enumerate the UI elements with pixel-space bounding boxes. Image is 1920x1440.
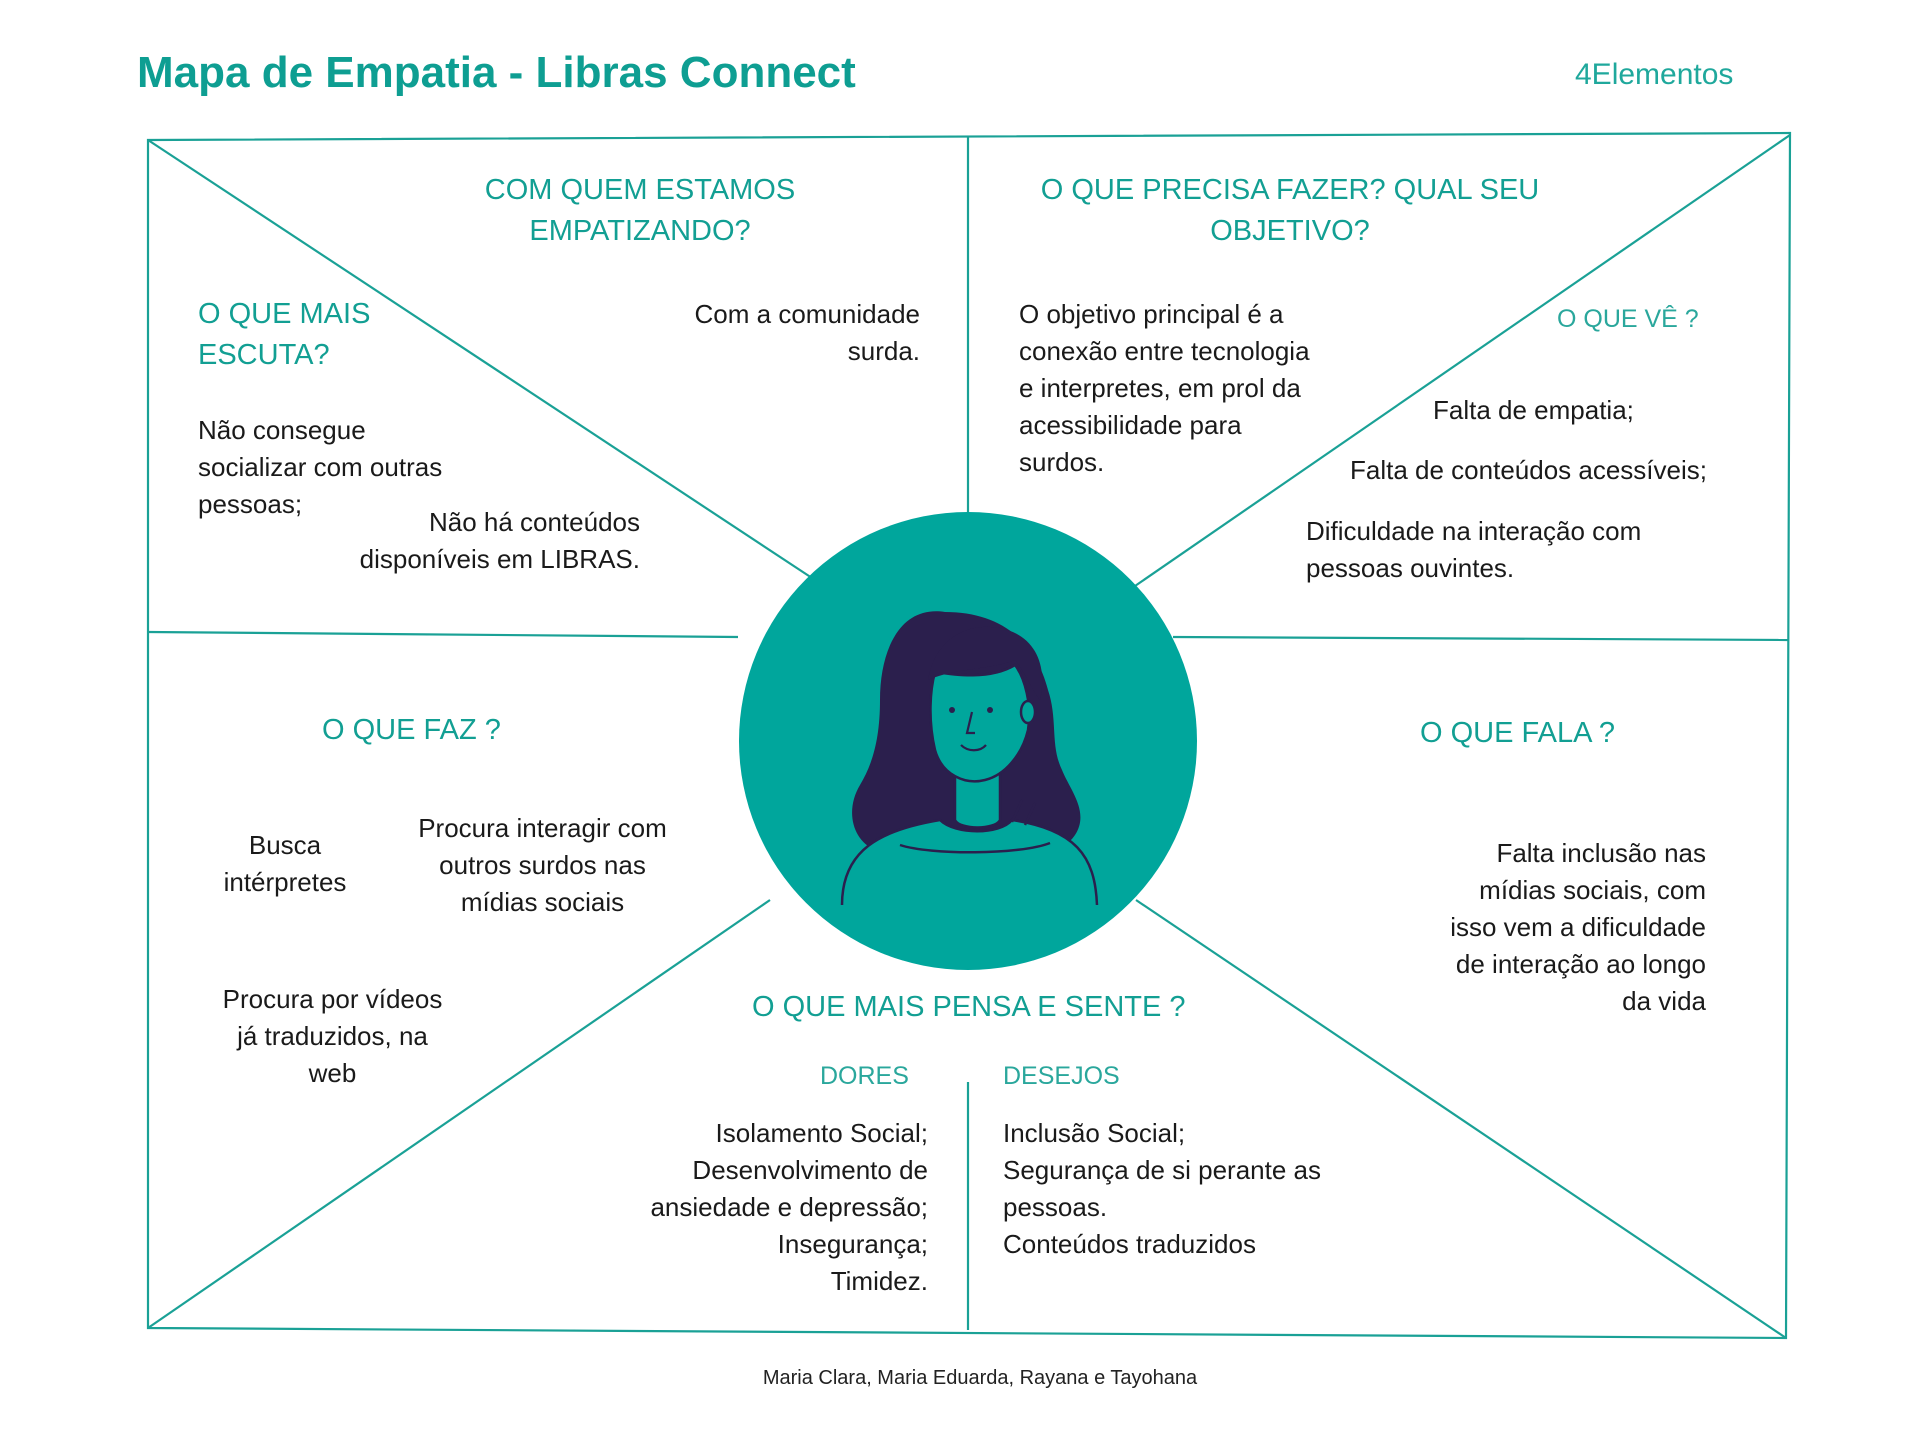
says-heading: O QUE FALA ? <box>1420 717 1616 749</box>
woman-avatar-icon <box>840 611 1099 906</box>
hears-item-2: Não há conteúdos disponíveis em LIBRAS. <box>359 507 640 574</box>
sees-item-3: Dificuldade na interação com pessoas ouv… <box>1306 516 1642 583</box>
desires-list: Inclusão Social; Segurança de si perante… <box>1003 1118 1321 1259</box>
thinks-heading: O QUE MAIS PENSA E SENTE ? <box>752 991 1186 1023</box>
does-item-3: Procura por vídeos já traduzidos, na web <box>222 984 443 1088</box>
desires-label: DESEJOS <box>1003 1062 1120 1090</box>
diagonal-bottom-left <box>147 899 771 1329</box>
does-heading: O QUE FAZ ? <box>322 714 501 746</box>
page-title: Mapa de Empatia - Libras Connect <box>137 48 856 97</box>
says-text: Falta inclusão nas mídias sociais, com i… <box>1450 838 1706 1016</box>
diagonal-top-right <box>1134 134 1791 587</box>
sees-item-2: Falta de conteúdos acessíveis; <box>1350 455 1707 485</box>
does-item-1: Busca intérpretes <box>223 830 347 897</box>
pains-list: Isolamento Social; Desenvolvimento de an… <box>650 1118 928 1296</box>
who-text: Com a comunidade surda. <box>694 299 920 366</box>
brand-label: 4Elementos <box>1575 58 1734 91</box>
hears-heading: O QUE MAIS ESCUTA? <box>198 298 371 371</box>
authors-footer: Maria Clara, Maria Eduarda, Rayana e Tay… <box>762 1367 1198 1389</box>
diagonal-bottom-right <box>1135 899 1787 1339</box>
who-heading: COM QUEM ESTAMOS EMPATIZANDO? <box>484 174 796 247</box>
pains-label: DORES <box>820 1062 909 1090</box>
horizontal-right <box>1172 635 1789 642</box>
does-item-2: Procura interagir com outros surdos nas … <box>418 813 667 917</box>
hears-item-1: Não consegue socializar com outras pesso… <box>198 415 443 519</box>
diagonal-top-left <box>147 139 813 579</box>
sees-item-1: Falta de empatia; <box>1433 395 1634 425</box>
goal-text: O objetivo principal é a conexão entre t… <box>1019 299 1310 477</box>
sees-heading: O QUE VÊ ? <box>1557 305 1699 333</box>
goal-heading: O QUE PRECISA FAZER? QUAL SEU OBJETIVO? <box>1040 174 1540 247</box>
horizontal-left <box>147 630 739 639</box>
